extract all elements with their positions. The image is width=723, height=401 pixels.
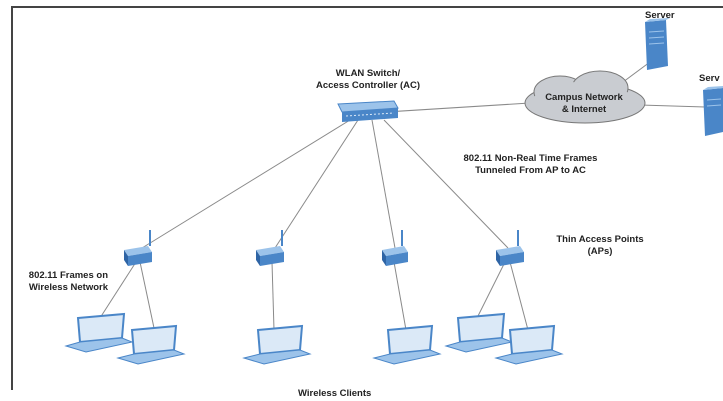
- frames-on-wireless-label: 802.11 Frames on Wireless Network: [4, 270, 108, 294]
- cloud-icon: [524, 70, 646, 124]
- cloud-label-line1: Campus Network: [545, 92, 623, 103]
- link-ac-ap1: [141, 119, 351, 249]
- laptop-icon: [494, 324, 564, 365]
- laptop-icon: [64, 312, 134, 353]
- connection-lines: [99, 61, 706, 331]
- non-real-time-frames-line2: Tunneled From AP to AC: [475, 165, 586, 176]
- link-ac-ap2: [274, 119, 359, 249]
- link-ap1-client1: [99, 261, 137, 319]
- frames-on-wireless-line1: 802.11 Frames on: [28, 270, 108, 281]
- laptop-icon: [444, 312, 514, 353]
- access-point-icon: [256, 230, 284, 266]
- wlan-switch-label-line2: Access Controller (AC): [316, 80, 420, 91]
- access-point-icon: [496, 230, 524, 266]
- server-icon: [703, 86, 723, 136]
- link-ap1-client2: [139, 261, 155, 329]
- link-ac-ap4: [383, 119, 509, 249]
- wireless-clients-label: Wireless Clients: [298, 388, 372, 399]
- link-ap3-client4: [393, 261, 407, 331]
- cloud-label-line2: & Internet: [561, 104, 607, 115]
- wlan-switch-label-line1: WLAN Switch/: [335, 68, 401, 79]
- server-label-right: Serv: [699, 73, 720, 84]
- frame-top-border: [11, 6, 723, 8]
- non-real-time-frames-label: 802.11 Non-Real Time Frames Tunneled Fro…: [448, 153, 613, 177]
- link-ac-ap3: [371, 119, 396, 249]
- thin-access-points-line1: Thin Access Points: [556, 234, 644, 245]
- link-ap2-client3: [271, 261, 275, 331]
- access-point-icon: [124, 230, 152, 266]
- server-label-top: Server: [645, 10, 675, 21]
- laptop-icon: [372, 324, 442, 365]
- link-ap4-client6: [509, 261, 529, 331]
- access-point-icon: [382, 230, 408, 266]
- link-ap4-client5: [477, 261, 506, 317]
- wlan-switch-icon: [337, 100, 399, 122]
- cloud-label: Campus Network & Internet: [538, 92, 630, 116]
- non-real-time-frames-line1: 802.11 Non-Real Time Frames: [463, 153, 598, 164]
- thin-access-points-label: Thin Access Points (APs): [544, 234, 656, 258]
- laptop-icon: [242, 324, 312, 365]
- frame-left-border: [11, 6, 13, 390]
- link-cloud-server-right: [639, 104, 706, 108]
- frames-on-wireless-line2: Wireless Network: [28, 282, 108, 293]
- wlan-switch-label: WLAN Switch/ Access Controller (AC): [308, 68, 428, 92]
- laptop-icon: [116, 324, 186, 365]
- server-icon: [645, 18, 670, 70]
- thin-access-points-line2: (APs): [587, 246, 613, 257]
